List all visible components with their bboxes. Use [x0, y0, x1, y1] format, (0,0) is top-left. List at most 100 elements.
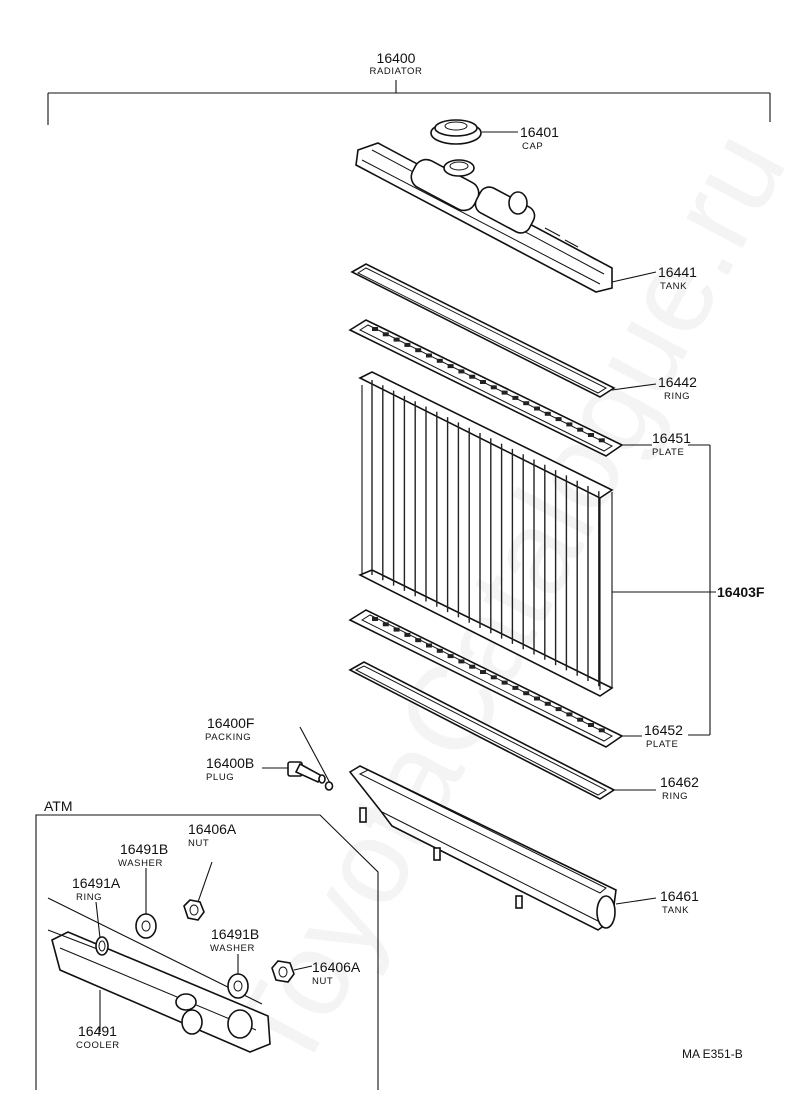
- part-number: 16400: [377, 50, 416, 66]
- plate-slot: [577, 717, 584, 722]
- part-number: 16442: [658, 374, 697, 390]
- plate-slot: [404, 342, 411, 347]
- part-name: TANK: [660, 281, 687, 292]
- plate-slot: [523, 691, 530, 696]
- plate-slot: [534, 406, 540, 411]
- part-number: 16491B: [211, 926, 259, 942]
- part-number: 16491: [78, 1023, 117, 1039]
- part-name: RING: [664, 391, 690, 402]
- label-radiator: 16400 RADIATOR: [369, 50, 422, 77]
- plate-slot: [404, 632, 411, 637]
- part-name: PLATE: [652, 447, 684, 458]
- plate-slot: [447, 654, 454, 659]
- atm-box: [35, 814, 379, 1090]
- plate-slot: [382, 332, 389, 337]
- plate-slot: [523, 401, 530, 406]
- plate-slot: [436, 358, 443, 363]
- label-lower-plate: 16452 PLATE: [644, 722, 683, 750]
- plate-slot: [469, 664, 476, 669]
- plate-slot: [480, 380, 486, 384]
- plate-slot: [382, 622, 389, 627]
- part-name: NUT: [188, 838, 209, 849]
- plate-slot: [469, 374, 476, 379]
- label-nut-upper: 16406A NUT: [188, 821, 237, 849]
- plate-slot: [555, 707, 562, 712]
- atm-label: ATM: [44, 798, 73, 814]
- part-name: PLUG: [206, 772, 234, 783]
- label-washer-right: 16491B WASHER: [210, 926, 259, 954]
- plate-slot: [372, 327, 378, 331]
- plate-slot: [447, 364, 454, 369]
- part-name: RADIATOR: [369, 66, 422, 77]
- label-upper-plate: 16451 PLATE: [652, 430, 691, 458]
- label-plug: 16400B PLUG: [206, 755, 254, 783]
- radiator-cap[interactable]: [430, 119, 482, 145]
- lower-tank[interactable]: [348, 765, 617, 931]
- label-cooler: 16491 COOLER: [76, 1023, 120, 1051]
- part-name: NUT: [312, 976, 333, 987]
- label-upper-ring: 16442 RING: [658, 374, 697, 402]
- plate-slot: [555, 417, 562, 422]
- plate-slot: [501, 390, 508, 395]
- plate-slot: [458, 659, 465, 664]
- label-cooler-ring: 16491A RING: [72, 875, 121, 903]
- label-lower-tank: 16461 TANK: [660, 888, 699, 916]
- nut-upper[interactable]: [183, 899, 205, 921]
- part-number: 16401: [520, 124, 559, 140]
- plate-slot: [544, 411, 551, 416]
- diagram-code: MA E351-B: [682, 1047, 743, 1061]
- part-number: 16400F: [207, 715, 254, 731]
- plate-slot: [588, 433, 594, 437]
- part-name: RING: [76, 892, 102, 903]
- plate-slot: [480, 670, 486, 674]
- plate-slot: [544, 701, 551, 706]
- label-cap: 16401 CAP: [520, 124, 559, 152]
- plate-slot: [372, 617, 378, 621]
- label-packing: 16400F PACKING: [205, 715, 254, 743]
- drain-plug[interactable]: [287, 761, 326, 784]
- part-number: 16406A: [188, 821, 237, 837]
- part-name: PACKING: [205, 732, 251, 743]
- plate-slot: [588, 723, 594, 727]
- watermark: ToyotaCatalogue.ru: [205, 110, 792, 1092]
- radiator-core[interactable]: [358, 371, 614, 697]
- part-number: 16406A: [312, 959, 361, 975]
- plate-slot: [512, 395, 519, 400]
- nut-right[interactable]: [271, 960, 295, 983]
- drain-packing[interactable]: [324, 781, 334, 791]
- plate-slot: [534, 696, 540, 701]
- washer-left[interactable]: [135, 913, 157, 939]
- part-number: 16400B: [206, 755, 254, 771]
- part-name: CAP: [522, 141, 543, 152]
- washer-right[interactable]: [227, 973, 249, 999]
- part-name: PLATE: [646, 739, 678, 750]
- label-core: 16403F: [717, 584, 765, 600]
- upper-plate[interactable]: [348, 319, 624, 457]
- part-number: 16461: [660, 888, 699, 904]
- label-upper-tank: 16441 TANK: [658, 264, 697, 292]
- plate-slot: [566, 422, 573, 427]
- part-number: 16403F: [717, 584, 765, 600]
- oil-cooler[interactable]: [51, 931, 271, 1053]
- plate-slot: [426, 643, 432, 648]
- part-number: 16452: [644, 722, 683, 738]
- part-name: WASHER: [210, 943, 255, 954]
- upper-tank[interactable]: [355, 142, 613, 293]
- core-bracket: [688, 444, 711, 736]
- part-name: COOLER: [76, 1040, 120, 1051]
- part-name: TANK: [662, 905, 689, 916]
- plate-slot: [490, 675, 497, 680]
- plate-slot: [436, 648, 443, 653]
- part-name: WASHER: [118, 858, 163, 869]
- plate-slot: [490, 385, 497, 390]
- label-lower-ring: 16462 RING: [660, 774, 699, 802]
- plate-slot: [566, 712, 573, 717]
- plate-slot: [415, 348, 422, 353]
- label-washer-left: 16491B WASHER: [118, 841, 168, 869]
- plate-slot: [501, 680, 508, 685]
- radiator-bracket: [47, 80, 771, 125]
- part-number: 16491B: [120, 841, 168, 857]
- upper-ring[interactable]: [350, 263, 616, 398]
- cooler-ring[interactable]: [95, 936, 109, 956]
